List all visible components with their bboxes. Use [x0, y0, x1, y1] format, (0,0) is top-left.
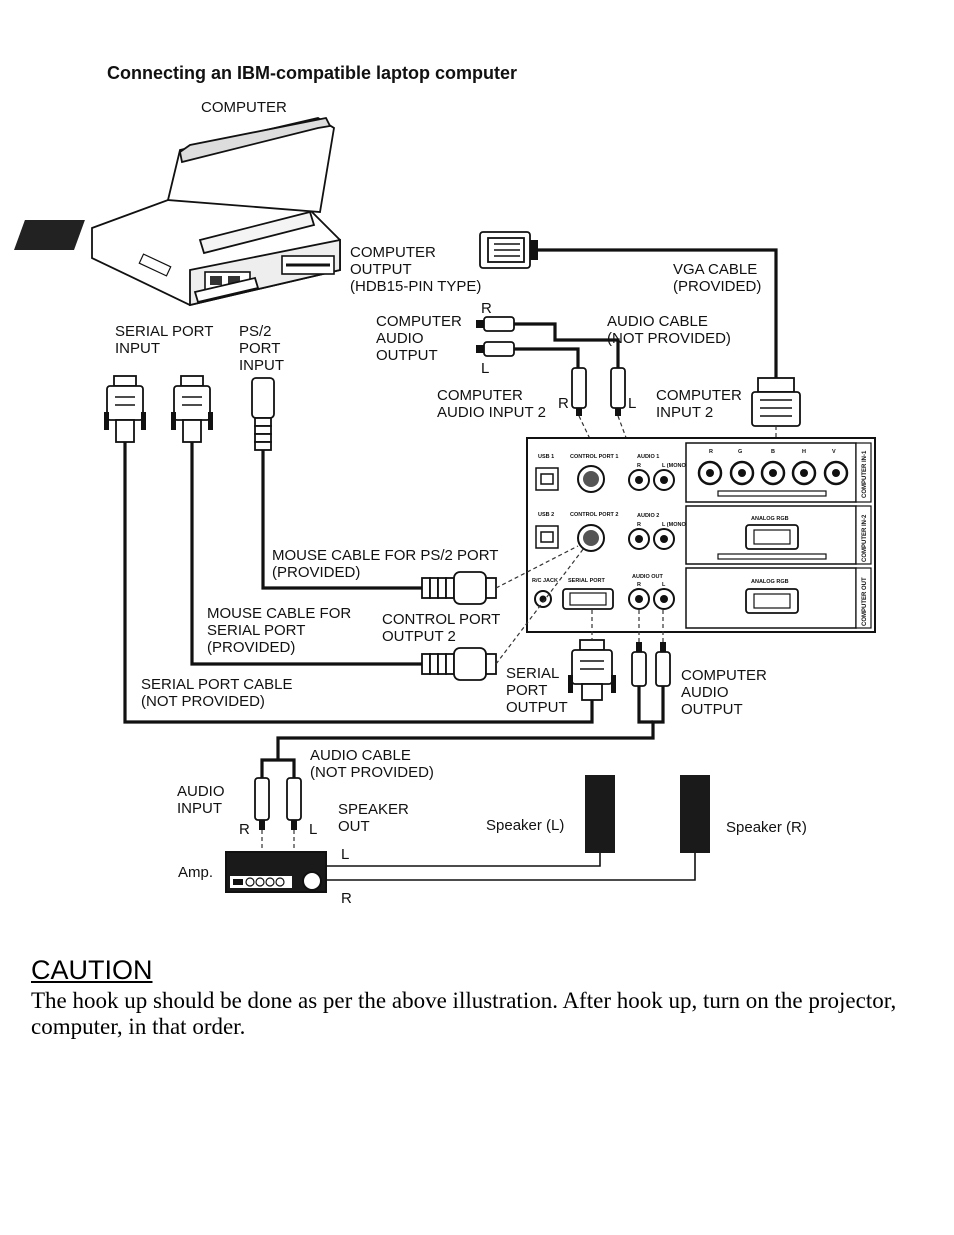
bnc-r-label: R	[709, 449, 713, 455]
computer-audio-output-top-2: AUDIO	[376, 330, 424, 347]
computer-audio-output-bottom-1: COMPUTER	[681, 667, 767, 684]
speaker-l-label: Speaker (L)	[486, 817, 564, 834]
audio2-l-label: L (MONO)	[662, 522, 688, 528]
audio-output-plugs	[631, 642, 671, 687]
vga-cable-label-2: (PROVIDED)	[673, 278, 761, 295]
amp-input-plugs	[254, 777, 302, 830]
amplifier	[225, 851, 327, 893]
serial-connector-2	[171, 375, 213, 443]
vga-connector-panel	[751, 377, 801, 427]
ps2-port-input-label-1: PS/2	[239, 323, 272, 340]
speaker-right	[680, 775, 710, 853]
speaker-r-label: Speaker (R)	[726, 819, 807, 836]
vga-cable-label-1: VGA CABLE	[673, 261, 757, 278]
serial-port-input-label-2: INPUT	[115, 340, 160, 357]
audio-out-label: AUDIO OUT	[632, 574, 664, 580]
computer-input-2-label-2: INPUT 2	[656, 404, 713, 421]
speaker-left	[585, 775, 615, 853]
ps2-mouse-plug	[421, 571, 497, 605]
r-amp-label: R	[239, 821, 250, 838]
computer-in-2-label: COMPUTER IN-2	[862, 514, 868, 562]
bnc-g-label: G	[738, 449, 742, 455]
computer-in-1-label: COMPUTER IN-1	[862, 450, 868, 498]
serial-port-cable-label-1: SERIAL PORT CABLE	[141, 676, 292, 693]
control-port-output-2-label-2: OUTPUT 2	[382, 628, 456, 645]
speaker-out-label-2: OUT	[338, 818, 370, 835]
computer-out-label: COMPUTER OUT	[862, 577, 868, 626]
l-input2-label: L	[628, 395, 636, 412]
computer-output-label-3: (HDB15-PIN TYPE)	[350, 278, 481, 295]
projector-terminal-panel: USB 1 USB 2 CONTROL PORT 1 CONTROL PORT …	[526, 437, 876, 633]
serial-port-output-label-1: SERIAL	[506, 665, 559, 682]
computer-audio-output-top-1: COMPUTER	[376, 313, 462, 330]
mouse-cable-ps2-label-1: MOUSE CABLE FOR PS/2 PORT	[272, 547, 498, 564]
analog-rgb-out-label: ANALOG RGB	[751, 579, 789, 585]
serial-port-output-label-3: OUTPUT	[506, 699, 568, 716]
audio1-l-label: L (MONO)	[662, 463, 688, 469]
analog-rgb-in-label: ANALOG RGB	[751, 516, 789, 522]
audio1-label: AUDIO 1	[637, 454, 659, 460]
l-top-label: L	[481, 360, 489, 377]
r-wire-label: R	[341, 890, 352, 907]
serial-port-input-label-1: SERIAL PORT	[115, 323, 213, 340]
computer-input-2-label-1: COMPUTER	[656, 387, 742, 404]
control-port-1-label: CONTROL PORT 1	[570, 454, 619, 460]
computer-audio-input-2-label-1: COMPUTER	[437, 387, 523, 404]
audio-input-label-1: AUDIO	[177, 783, 225, 800]
serial-connector-1	[104, 375, 146, 443]
mouse-cable-serial-label-2: SERIAL PORT	[207, 622, 305, 639]
bnc-b-label: B	[771, 449, 775, 455]
bnc-v-label: V	[832, 449, 836, 455]
ps2-port-input-label-2: PORT	[239, 340, 280, 357]
audio-cable-top-label-1: AUDIO CABLE	[607, 313, 708, 330]
computer-output-label-2: OUTPUT	[350, 261, 412, 278]
audio-plugs-top	[476, 316, 515, 357]
usb1-label: USB 1	[538, 454, 554, 460]
connection-diagram: Connecting an IBM-compatible laptop comp…	[14, 63, 876, 907]
caution-text: The hook up should be done as per the ab…	[31, 988, 897, 1039]
l-amp-label: L	[309, 821, 317, 838]
audio-cable-bottom-label-1: AUDIO CABLE	[310, 747, 411, 764]
mouse-cable-serial-label-3: (PROVIDED)	[207, 639, 295, 656]
vga-connector-top	[479, 231, 538, 269]
mouse-cable-ps2-label-2: (PROVIDED)	[272, 564, 360, 581]
caution-heading: CAUTION	[31, 955, 153, 985]
audio2-label: AUDIO 2	[637, 513, 659, 519]
serial-port-output-label-2: PORT	[506, 682, 547, 699]
audio-cable-bottom-label-2: (NOT PROVIDED)	[310, 764, 434, 781]
bnc-h-label: H	[802, 449, 806, 455]
computer-audio-input-2-label-2: AUDIO INPUT 2	[437, 404, 546, 421]
computer-output-label-1: COMPUTER	[350, 244, 436, 261]
serial-port-cable-label-2: (NOT PROVIDED)	[141, 693, 265, 710]
serial-mouse-plug	[421, 647, 497, 681]
r-input2-label: R	[558, 395, 569, 412]
laptop-illustration: COMPUTER	[14, 99, 341, 307]
audio-out-l-label: L	[662, 582, 666, 588]
ps2-connector	[251, 377, 275, 451]
amp-label: Amp.	[178, 864, 213, 881]
r-top-label: R	[481, 300, 492, 317]
diagram-title: Connecting an IBM-compatible laptop comp…	[107, 63, 517, 83]
rc-jack-label: R/C JACK	[532, 578, 558, 584]
rca-plugs-input2	[571, 367, 626, 416]
control-port-output-2-label-1: CONTROL PORT	[382, 611, 500, 628]
usb2-label: USB 2	[538, 512, 554, 518]
computer-label: COMPUTER	[201, 99, 287, 116]
audio-cable-top-label-2: (NOT PROVIDED)	[607, 330, 731, 347]
bnc-connectors	[697, 460, 849, 486]
audio1-r-label: R	[637, 463, 641, 469]
audio-input-label-2: INPUT	[177, 800, 222, 817]
computer-audio-output-bottom-2: AUDIO	[681, 684, 729, 701]
audio-out-r-label: R	[637, 582, 641, 588]
computer-audio-output-top-3: OUTPUT	[376, 347, 438, 364]
ps2-port-input-label-3: INPUT	[239, 357, 284, 374]
audio2-r-label: R	[637, 522, 641, 528]
computer-audio-output-bottom-3: OUTPUT	[681, 701, 743, 718]
serial-port-output-connector	[568, 639, 616, 701]
serial-port-label: SERIAL PORT	[568, 578, 606, 584]
mouse-cable-serial-label-1: MOUSE CABLE FOR	[207, 605, 351, 622]
l-wire-label: L	[341, 846, 349, 863]
speaker-out-label-1: SPEAKER	[338, 801, 409, 818]
control-port-2-label: CONTROL PORT 2	[570, 512, 619, 518]
